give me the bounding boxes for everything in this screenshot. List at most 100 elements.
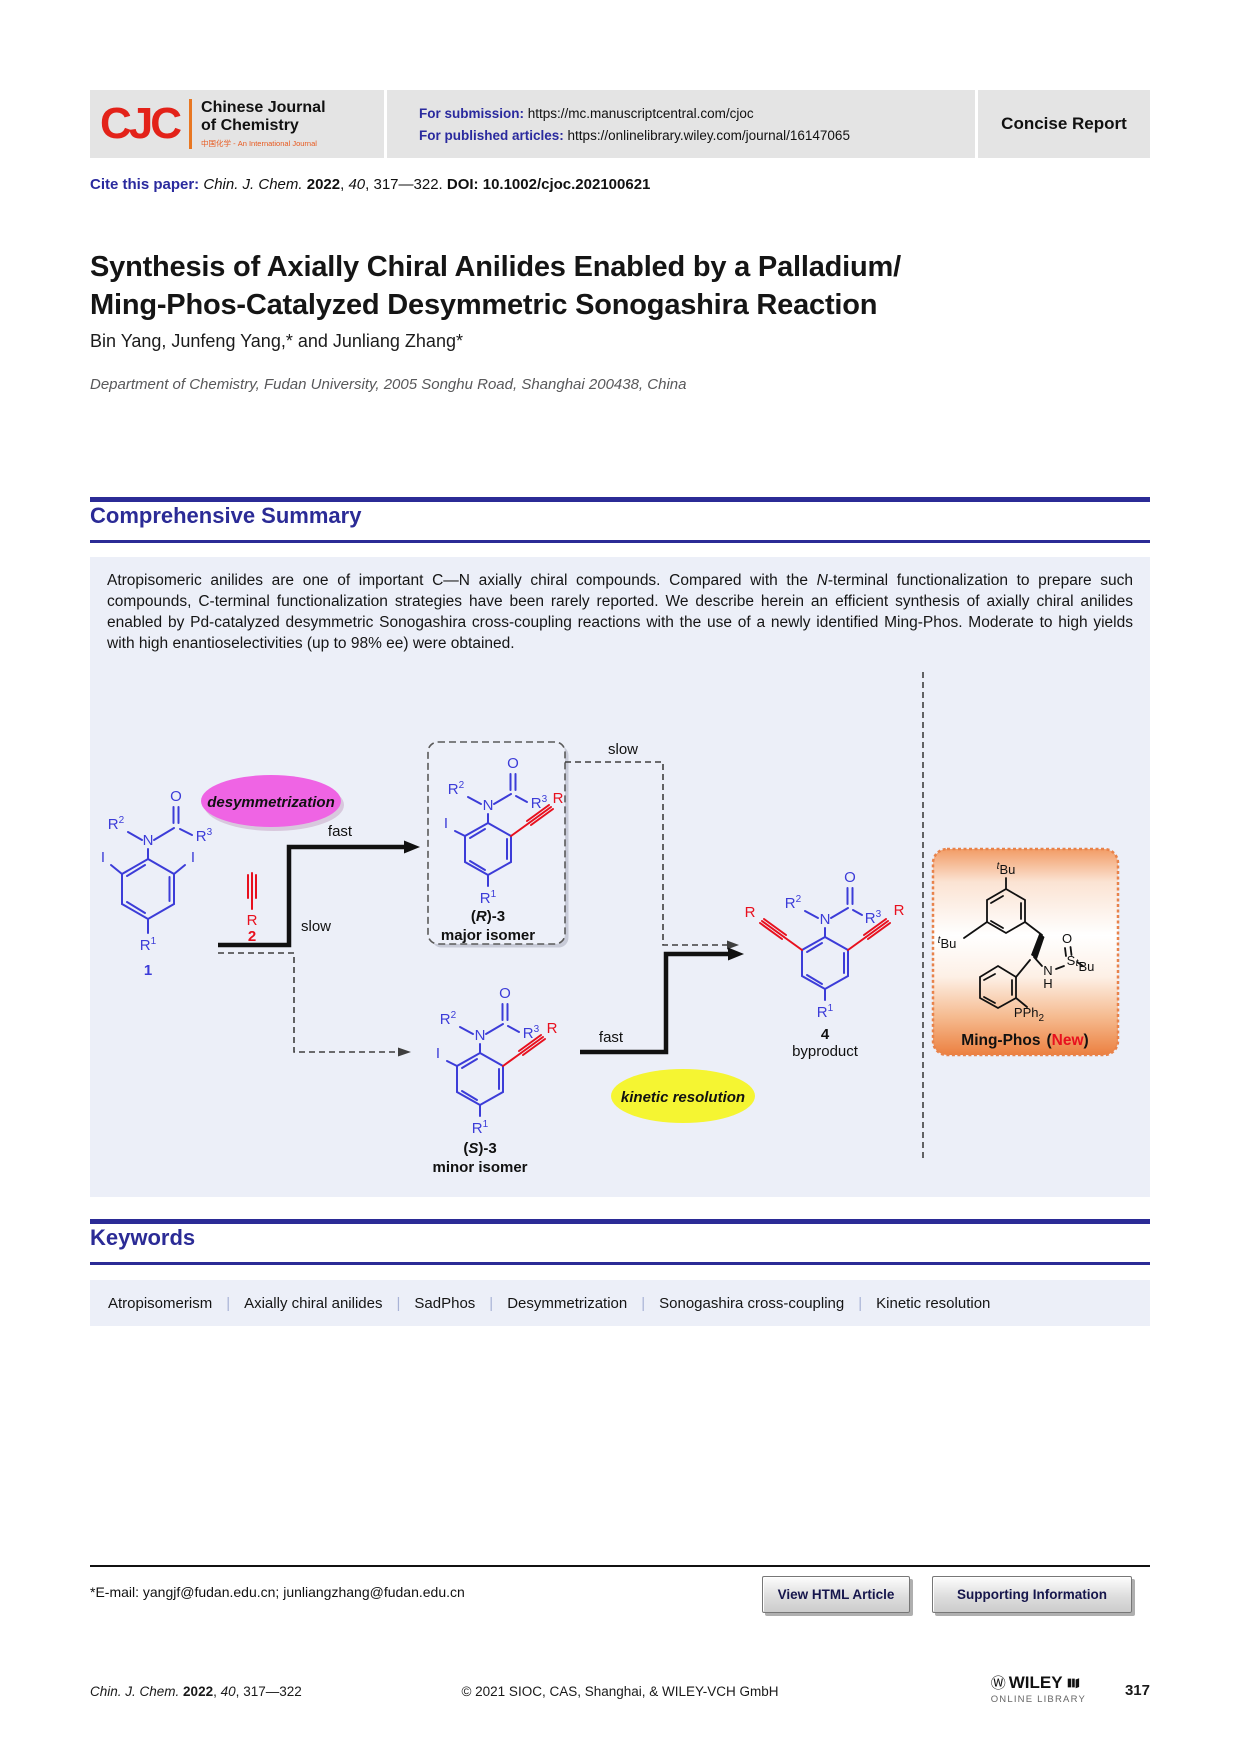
keyword-item: Atropisomerism <box>108 1294 213 1312</box>
compound-1-structure: N R2 O R3 I I R1 1 <box>101 788 213 979</box>
summary-rule-bottom <box>90 540 1150 543</box>
atom-o: O <box>170 788 182 805</box>
desymmetrization-label: desymmetrization <box>207 794 335 811</box>
group-r: R <box>247 912 258 929</box>
group-r: R <box>553 790 564 807</box>
mingphos-box <box>931 847 1120 1057</box>
compound-1-number: 1 <box>144 962 152 979</box>
fast-label-bottom: fast <box>599 1029 624 1046</box>
cite-doi: DOI: 10.1002/cjoc.202100621 <box>446 176 651 193</box>
arrow-slow-byproduct: slow <box>565 741 739 950</box>
group-r1: R1 <box>140 936 157 954</box>
atom-h: H <box>1043 976 1052 991</box>
keywords-rule-bottom <box>90 1262 1150 1265</box>
page-title: Synthesis of Axially Chiral Anilides Ena… <box>90 251 901 322</box>
submission-row: For submission: https://mc.manuscriptcen… <box>419 106 975 121</box>
group-r2: R2 <box>448 780 465 798</box>
arrow-slow-minor: slow <box>218 918 411 1057</box>
cite-journal: Chin. J. Chem. <box>203 176 303 193</box>
article-type-badge: Concise Report <box>978 90 1150 158</box>
major-isomer-name: (R)-3 <box>471 908 505 925</box>
alkyne-2-structure: R 2 <box>247 872 258 945</box>
view-html-article-button[interactable]: View HTML Article <box>762 1576 910 1613</box>
journal-name: Chinese Journal of Chemistry 中国化学 - An I… <box>201 99 326 148</box>
summary-paragraph: Atropisomeric anilides are one of import… <box>107 572 1134 653</box>
atom-n: N <box>820 911 831 928</box>
summary-panel: Atropisomeric anilides are one of import… <box>90 557 1150 1197</box>
mingphos-label: Ming-Phos(New) <box>961 1032 1088 1049</box>
group-r1: R1 <box>472 1119 489 1137</box>
submission-url: https://mc.manuscriptcentral.com/cjoc <box>527 105 754 121</box>
supporting-information-button[interactable]: Supporting Information <box>932 1576 1132 1613</box>
atom-i: I <box>436 1045 440 1062</box>
atom-i: I <box>444 815 448 832</box>
journal-masthead: CJC Chinese Journal of Chemistry 中国化学 - … <box>90 90 1150 158</box>
minor-isomer-name: (S)-3 <box>463 1140 496 1157</box>
group-r1: R1 <box>480 889 497 907</box>
published-label: For published articles: <box>419 127 564 143</box>
group-r2: R2 <box>440 1010 457 1028</box>
submission-info: For submission: https://mc.manuscriptcen… <box>387 90 975 158</box>
cjc-logo-text: CJC <box>100 99 182 148</box>
minor-isomer-caption: minor isomer <box>432 1159 527 1176</box>
keyword-item: Kinetic resolution <box>844 1295 990 1312</box>
published-row: For published articles: https://onlineli… <box>419 128 975 143</box>
kinetic-resolution-bubble: kinetic resolution <box>611 1069 755 1123</box>
keywords-rule-top <box>90 1219 1150 1224</box>
atom-n: N <box>483 797 494 814</box>
group-r: R <box>745 904 756 921</box>
slow-label-left: slow <box>301 918 331 935</box>
group-r3: R3 <box>531 794 548 812</box>
journal-reference: Chin. J. Chem. 2022, 40, 317—322 <box>90 1684 302 1699</box>
group-r2: R2 <box>108 815 125 833</box>
group-r3: R3 <box>196 827 213 845</box>
arrow-fast-byproduct: fast <box>580 947 744 1055</box>
logo-divider-bar <box>189 99 193 149</box>
wiley-circle-w-icon: Ⓦ <box>990 1675 1006 1692</box>
summary-rule-top <box>90 497 1150 502</box>
cite-volume: 40 <box>348 176 366 193</box>
page-number: 317 <box>1124 1682 1150 1699</box>
atom-n: N <box>475 1027 486 1044</box>
mingphos-structure: tBu tBu N H S O tBu <box>938 861 1095 1024</box>
svg-text:Ming-Phos(New): Ming-Phos(New) <box>961 1032 1088 1049</box>
keywords-heading: Keywords <box>90 1225 196 1250</box>
compound-2-number: 2 <box>248 928 256 945</box>
footer-bottom: Chin. J. Chem. 2022, 40, 317—322 © 2021 … <box>90 1670 1150 1716</box>
atom-o: O <box>499 985 511 1002</box>
affiliation-line: Department of Chemistry, Fudan Universit… <box>90 376 687 393</box>
atom-o: O <box>844 869 856 886</box>
atom-o: O <box>507 755 519 772</box>
email-line: *E-mail: yangjf@fudan.edu.cn; junliangzh… <box>90 1584 465 1600</box>
group-tbu: tBu <box>938 935 957 951</box>
authors-line: Bin Yang, Junfeng Yang,* and Junliang Zh… <box>90 331 463 351</box>
atom-n: N <box>143 832 154 849</box>
keyword-item: Axially chiral anilides <box>212 1295 382 1312</box>
summary-heading: Comprehensive Summary <box>90 503 362 528</box>
wiley-wordmark: WILEY <box>1008 1672 1063 1692</box>
major-isomer-structure: N R2 O R3 I R R1 (R)-3 major isomer <box>441 755 564 944</box>
group-tbu: tBu <box>997 861 1016 877</box>
wiley-logo: Ⓦ WILEY ONLINE LIBRARY <box>990 1672 1086 1706</box>
group-r2: R2 <box>785 894 802 912</box>
group-tbu: tBu <box>1076 958 1095 974</box>
arrow-fast-major: fast <box>218 823 420 948</box>
journal-logo: CJC Chinese Journal of Chemistry 中国化学 - … <box>90 90 384 158</box>
copyright-line: © 2021 SIOC, CAS, Shanghai, & WILEY-VCH … <box>461 1684 779 1699</box>
byproduct-number: 4 <box>821 1026 830 1043</box>
masthead-divider <box>384 90 387 158</box>
atom-n: N <box>1043 963 1052 978</box>
minor-isomer-structure: N R2 O R3 I R R1 (S)-3 minor isomer <box>432 985 557 1176</box>
atom-o: O <box>1062 931 1072 946</box>
slow-label-right: slow <box>608 741 638 758</box>
italic-n: N <box>816 572 828 589</box>
reaction-scheme: N R2 O R3 I I R1 1 <box>101 672 1120 1176</box>
group-pph2: PPh2 <box>1014 1005 1045 1024</box>
cite-pages: 317—322. <box>373 176 443 193</box>
book-icon <box>1067 1677 1079 1688</box>
atom-s: S <box>1067 953 1076 968</box>
masthead-divider <box>975 90 978 158</box>
keyword-item: Sonogashira cross-coupling <box>627 1295 844 1312</box>
journal-subtitle: 中国化学 - An International Journal <box>201 138 317 148</box>
